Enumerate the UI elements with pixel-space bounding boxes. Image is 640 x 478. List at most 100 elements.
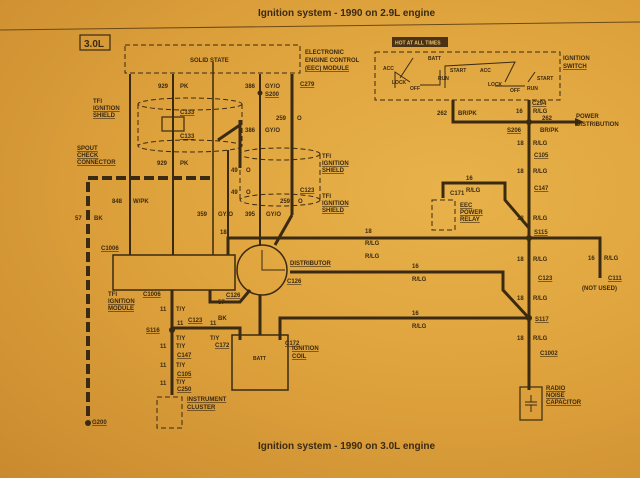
label: CLUSTER [187, 405, 216, 411]
label: SHIELD [322, 168, 345, 174]
wire-label: 57 [75, 216, 82, 222]
wire-label: 11 [177, 321, 184, 327]
wire-label: 18 [365, 229, 372, 235]
engine-badge: 3.0L [84, 39, 104, 50]
label: IGNITION [292, 346, 319, 352]
connector: C147 [177, 353, 192, 359]
distributor [236, 244, 288, 296]
label: CHECK [77, 153, 99, 159]
connector: C147 [534, 186, 549, 192]
connector: C111 [608, 276, 622, 282]
connector: C1006 [101, 246, 119, 252]
wire-label: BK [218, 316, 227, 322]
wire-label: 386 [245, 128, 256, 134]
label: NOISE [546, 393, 565, 399]
wire-label: R/LG [533, 169, 548, 175]
wire-label: 11 [210, 321, 217, 327]
solid-state-label: SOLID STATE [190, 58, 229, 64]
wire-label: 57 [218, 300, 225, 306]
wire-label: R/LG [412, 277, 427, 283]
ignition-switch-label1: IGNITION [563, 56, 590, 62]
wire-label: 259 [276, 116, 287, 122]
wire-label: R/LG [533, 257, 548, 263]
label: BATT [253, 356, 266, 362]
connector: C133 [180, 134, 195, 140]
label: EEC [460, 203, 473, 209]
connector-labels: C279 S200 C133 C133 C123 C1006 C1006 C12… [92, 82, 622, 426]
wire-label: GY/O [218, 212, 233, 218]
connector: C171 [450, 191, 465, 197]
wire-label: 18 [517, 257, 524, 263]
wire-label: T/Y [176, 307, 185, 313]
connector: C123 [300, 188, 315, 194]
wire-label: 259 [280, 199, 291, 205]
wire-label: 929 [157, 161, 168, 167]
component-labels: TFI IGNITION SHIELD SPOUT CHECK CONNECTO… [77, 99, 619, 411]
wire-label: O [298, 199, 303, 205]
wire-label: 386 [245, 84, 256, 90]
wire-label: 49 [231, 168, 238, 174]
connector: C105 [534, 153, 549, 159]
wire-label: 359 [197, 212, 208, 218]
switch-acc2: ACC [480, 68, 491, 74]
label: DISTRIBUTOR [290, 261, 332, 267]
tfi-ignition-module [112, 254, 236, 291]
wire-label: GY/O [265, 84, 280, 90]
wire-label: T/Y [210, 336, 219, 342]
wire-label: R/LG [533, 141, 548, 147]
wire-label: R/LG [365, 241, 380, 247]
switch-run2: RUN [527, 86, 538, 92]
capacitor-symbol-icon [525, 395, 537, 412]
hot-at-all-times-label: HOT AT ALL TIMES [395, 41, 441, 47]
wire-label: T/Y [176, 344, 185, 350]
label: INSTRUMENT [187, 397, 227, 403]
switch-off: OFF [410, 86, 420, 92]
connector: S117 [535, 317, 549, 323]
connector: C294 [532, 101, 547, 107]
connector: C126 [287, 279, 302, 285]
connector: C172 [285, 341, 300, 347]
connector: C172 [215, 343, 230, 349]
ignition-coil [231, 334, 289, 391]
wire-label: 16 [588, 256, 595, 262]
footer-title: Ignition system - 1990 on 3.0L engine [258, 441, 436, 452]
wire-label: 262 [542, 116, 553, 122]
connector: C126 [226, 293, 241, 299]
connector: G200 [92, 420, 107, 426]
wire-label: 49 [231, 190, 238, 196]
switch-start: START [450, 68, 466, 74]
wire-label: 16 [412, 264, 419, 270]
wire-label: R/LG [365, 254, 380, 260]
ignition-switch-label2: SWITCH [563, 64, 587, 70]
wire-label: GY/O [266, 212, 281, 218]
page-edge [0, 21, 640, 31]
instrument-cluster-box [156, 396, 183, 429]
connector: S200 [265, 92, 280, 98]
wire-label: 848 [112, 199, 123, 205]
wire-label: 11 [160, 307, 167, 313]
switch-run: RUN [438, 76, 449, 82]
wire-label: 262 [437, 111, 448, 117]
tfi-shield-upper [137, 97, 243, 153]
wire-label: R/LG [533, 109, 548, 115]
label: IGNITION [93, 106, 120, 112]
label: TFI [108, 292, 117, 298]
connector: S116 [146, 328, 160, 334]
wire-label: 18 [517, 336, 524, 342]
wire-label: 11 [160, 363, 167, 369]
radio-noise-capacitor-box [519, 386, 543, 421]
label: SHIELD [322, 208, 345, 214]
wire-label: T/Y [176, 336, 185, 342]
connector: C123 [188, 318, 203, 324]
eec-label-line2: ENGINE CONTROL [305, 58, 360, 64]
connector: S206 [507, 128, 522, 134]
wire-label: O [246, 168, 251, 174]
wire-label: BR/PK [540, 128, 559, 134]
label: CONNECTOR [77, 160, 116, 166]
connector: C279 [300, 82, 315, 88]
wire-label: W/PK [133, 199, 149, 205]
wire-label: 11 [160, 344, 167, 350]
wire-label: R/LG [533, 216, 548, 222]
wire-label: T/Y [176, 363, 185, 369]
